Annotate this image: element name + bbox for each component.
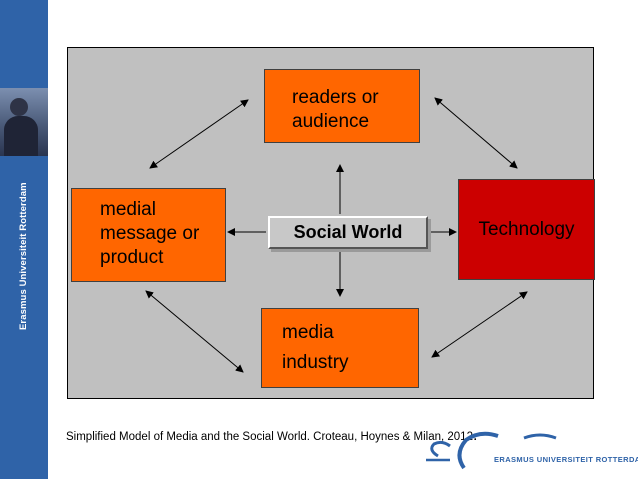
industry-label-line-1: media: [282, 322, 334, 343]
arrow-medial-industry: [145, 290, 244, 373]
technology-box: Technology: [458, 179, 595, 280]
readers-label-line-1: readers or: [292, 87, 379, 108]
erasmus-logo-icon: [426, 431, 557, 470]
statue-body: [4, 116, 38, 156]
statue-photo: [0, 88, 48, 156]
social-world-box: Social World: [268, 216, 428, 249]
arrow-readers-technology: [434, 97, 518, 169]
logo-text: ERASMUS UNIVERSITEIT ROTTERDAM: [494, 455, 638, 464]
media-industry-box: media industry: [261, 308, 419, 388]
medial-label-line-2: message or: [100, 223, 200, 244]
medial-message-box: medial message or product: [71, 188, 226, 282]
caption: Simplified Model of Media and the Social…: [66, 427, 477, 445]
arrow-readers-medial: [149, 99, 249, 169]
technology-label: Technology: [478, 218, 575, 240]
readers-audience-box: readers or audience: [264, 69, 420, 143]
social-world-label: Social World: [293, 222, 403, 242]
statue-head: [10, 98, 28, 116]
medial-label-line-3: product: [100, 247, 164, 268]
medial-label-line-1: medial: [100, 199, 156, 220]
readers-label-line-2: audience: [292, 111, 370, 132]
caption-text: Simplified Model of Media and the Social…: [66, 431, 473, 443]
industry-label-line-2: industry: [282, 352, 349, 373]
arrow-technology-industry: [431, 291, 528, 358]
sidebar: Erasmus Universiteit Rotterdam: [0, 0, 48, 479]
